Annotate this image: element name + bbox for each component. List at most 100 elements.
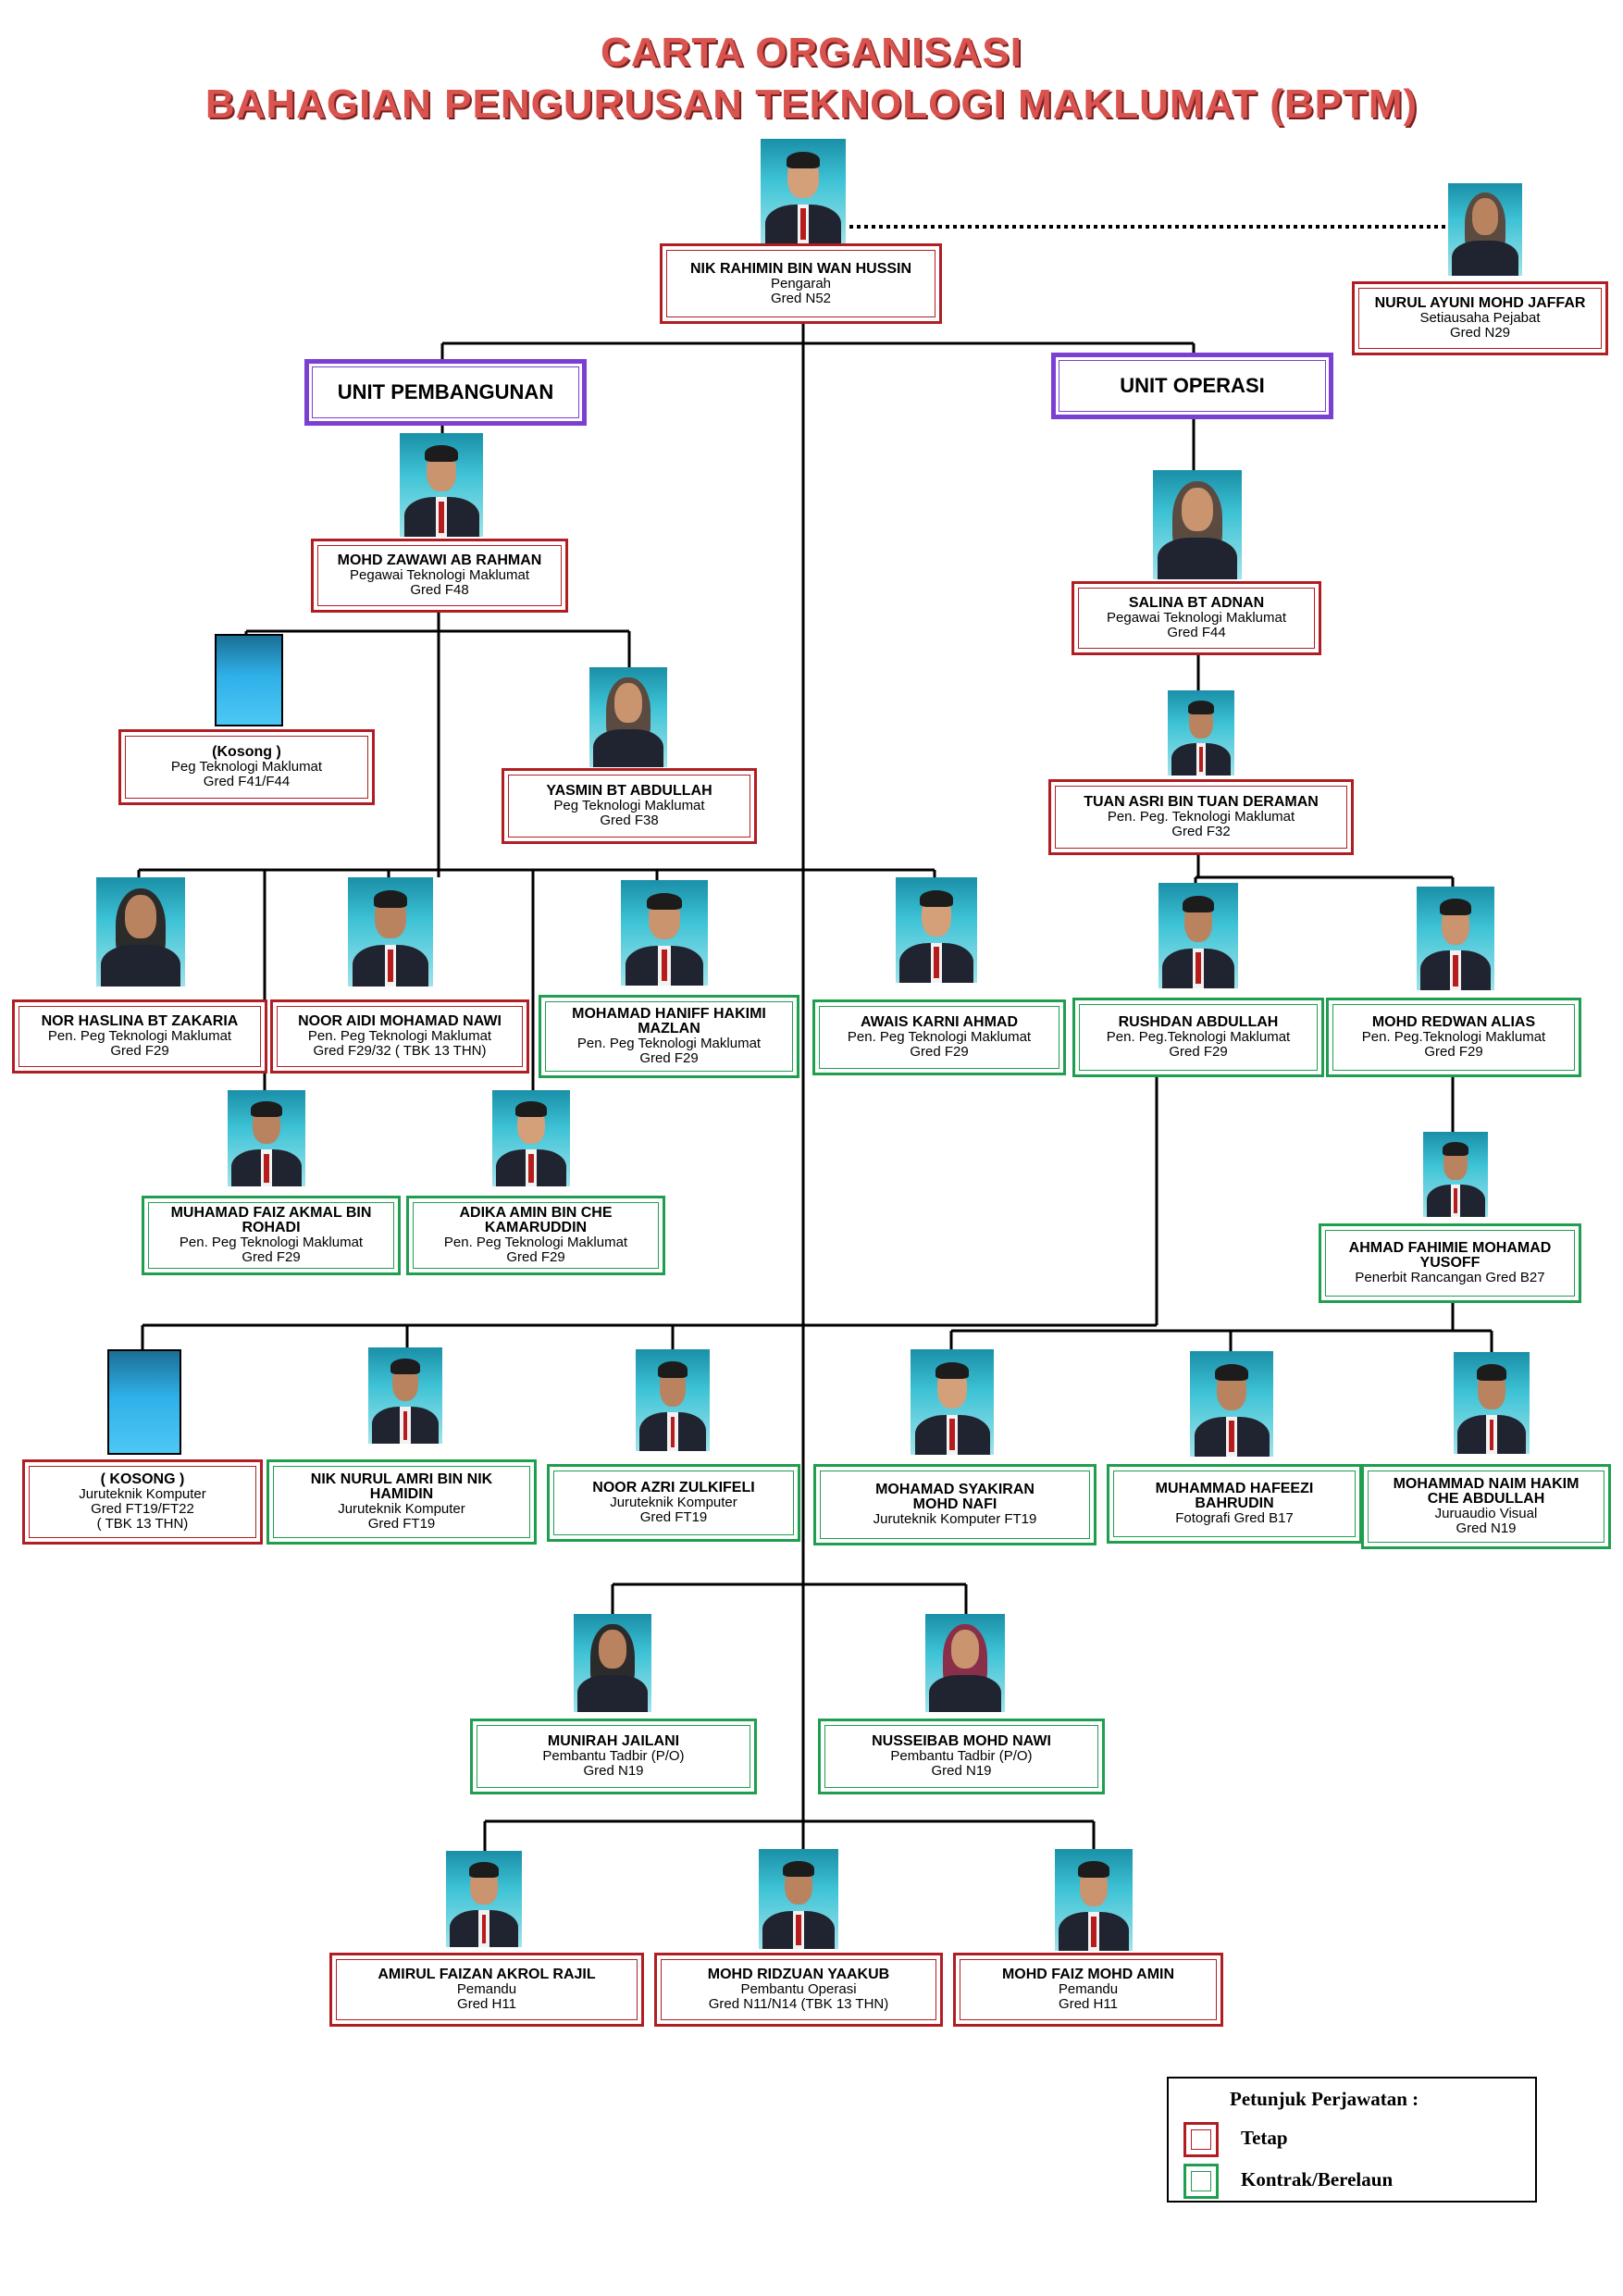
staff-grade: Gred H11 bbox=[457, 1996, 516, 2012]
staff-position: Gred FT19/FT22 bbox=[91, 1501, 194, 1517]
unit-pembangunan-label: UNIT PEMBANGUNAN bbox=[337, 380, 554, 403]
staff-name: ROHADI bbox=[242, 1220, 301, 1235]
staff-name: YASMIN BT ABDULLAH bbox=[546, 783, 712, 799]
staff-photo bbox=[574, 1614, 651, 1712]
staff-name: SALINA BT ADNAN bbox=[1128, 595, 1265, 611]
staff-name: MOHD NAFI bbox=[912, 1496, 997, 1512]
staff-position: Pen. Peg Teknologi Maklumat bbox=[307, 1028, 492, 1044]
staff-photo bbox=[1417, 887, 1494, 990]
staff-name: BAHRUDIN bbox=[1195, 1496, 1274, 1511]
staff-photo bbox=[1055, 1849, 1133, 1951]
staff-position: ( TBK 13 THN) bbox=[96, 1516, 189, 1532]
staff-photo bbox=[1448, 183, 1522, 276]
staff-name: MOHAMMAD NAIM HAKIM bbox=[1393, 1476, 1580, 1492]
staff-name: NOOR AIDI MOHAMAD NAWI bbox=[298, 1013, 502, 1029]
chart-subtitle: BAHAGIAN PENGURUSAN TEKNOLOGI MAKLUMAT (… bbox=[204, 81, 1419, 127]
staff-position: Pembantu Tadbir (P/O) bbox=[542, 1748, 685, 1764]
staff-position: Pegawai Teknologi Maklumat bbox=[1107, 610, 1286, 626]
staff-position: Juruteknik Komputer bbox=[79, 1486, 206, 1502]
staff-photo bbox=[1168, 690, 1234, 776]
staff-position: Pemandu bbox=[1058, 1981, 1119, 1997]
staff-name: NUSSEIBAB MOHD NAWI bbox=[872, 1733, 1051, 1749]
staff-name: AWAIS KARNI AHMAD bbox=[860, 1014, 1019, 1030]
staff-name: AHMAD FAHIMIE MOHAMAD bbox=[1348, 1240, 1552, 1256]
staff-grade: Gred F48 bbox=[410, 582, 469, 598]
staff-grade: Gred F29/32 ( TBK 13 THN) bbox=[313, 1043, 487, 1059]
staff-photo bbox=[759, 1849, 838, 1949]
staff-photo bbox=[1454, 1352, 1530, 1454]
staff-name: CHE ABDULLAH bbox=[1427, 1491, 1545, 1507]
staff-position: Peg Teknologi Maklumat bbox=[553, 798, 705, 813]
unit-operasi: UNIT OPERASI bbox=[1051, 353, 1333, 419]
unit-pembangunan: UNIT PEMBANGUNAN bbox=[304, 359, 587, 426]
staff-name: KAMARUDDIN bbox=[484, 1220, 588, 1235]
staff-position: Juruteknik Komputer bbox=[610, 1495, 737, 1510]
vacant-photo-placeholder bbox=[107, 1349, 181, 1455]
staff-position: Pengarah bbox=[770, 275, 832, 292]
staff-name: MOHD RIDZUAN YAAKUB bbox=[707, 1967, 890, 1982]
staff-position: Juruteknik Komputer FT19 bbox=[873, 1511, 1037, 1527]
staff-photo bbox=[1423, 1132, 1488, 1217]
staff-name: HAMIDIN bbox=[369, 1486, 434, 1502]
staff-grade: Gred F29 bbox=[110, 1043, 169, 1059]
unit-operasi-label: UNIT OPERASI bbox=[1120, 374, 1265, 397]
staff-position: Pen. Peg Teknologi Maklumat bbox=[443, 1235, 628, 1250]
staff-position: Pen. Peg.Teknologi Maklumat bbox=[1106, 1029, 1291, 1045]
staff-position: Penerbit Rancangan Gred B27 bbox=[1355, 1270, 1545, 1285]
staff-name: MOHD FAIZ MOHD AMIN bbox=[1001, 1967, 1175, 1982]
legend-swatch-tetap bbox=[1183, 2122, 1219, 2157]
staff-photo bbox=[1158, 883, 1238, 988]
staff-grade: Gred F44 bbox=[1167, 625, 1226, 640]
staff-photo bbox=[368, 1347, 442, 1444]
staff-name: (Kosong ) bbox=[212, 744, 281, 760]
staff-position: Pemandu bbox=[456, 1981, 517, 1997]
staff-grade: Gred F29 bbox=[506, 1249, 565, 1265]
staff-grade: Gred N19 bbox=[583, 1763, 644, 1779]
staff-position: Juruteknik Komputer bbox=[338, 1501, 465, 1517]
staff-grade: Gred F38 bbox=[600, 813, 659, 828]
staff-photo bbox=[1153, 470, 1242, 579]
staff-grade: Gred N52 bbox=[770, 290, 832, 306]
staff-photo bbox=[621, 880, 708, 986]
staff-position: Pen. Peg Teknologi Maklumat bbox=[179, 1235, 364, 1250]
chart-title: CARTA ORGANISASI bbox=[601, 30, 1022, 75]
staff-grade: Gred N11/N14 (TBK 13 THN) bbox=[708, 1996, 889, 2012]
staff-photo bbox=[911, 1349, 994, 1455]
staff-name: RUSHDAN ABDULLAH bbox=[1118, 1014, 1279, 1030]
staff-photo bbox=[1190, 1351, 1273, 1457]
staff-name: MAZLAN bbox=[638, 1021, 700, 1036]
staff-photo bbox=[925, 1614, 1005, 1712]
staff-name: MOHD ZAWAWI AB RAHMAN bbox=[337, 552, 542, 568]
staff-grade: Gred F29 bbox=[1424, 1044, 1483, 1060]
staff-name: NIK NURUL AMRI BIN NIK bbox=[310, 1471, 493, 1487]
staff-grade: Gred N19 bbox=[931, 1763, 992, 1779]
staff-position: Pembantu Tadbir (P/O) bbox=[890, 1748, 1033, 1764]
staff-name: MUHAMMAD HAFEEZI bbox=[1155, 1481, 1314, 1496]
staff-grade: Gred F29 bbox=[639, 1050, 699, 1066]
staff-photo bbox=[636, 1349, 710, 1451]
staff-name: ADIKA AMIN BIN CHE bbox=[459, 1205, 613, 1221]
staff-grade: Gred H11 bbox=[1059, 1996, 1118, 2012]
staff-position: Pegawai Teknologi Maklumat bbox=[350, 567, 529, 583]
staff-name: NOR HASLINA BT ZAKARIA bbox=[41, 1013, 239, 1029]
staff-position: Fotografi Gred B17 bbox=[1175, 1510, 1294, 1526]
